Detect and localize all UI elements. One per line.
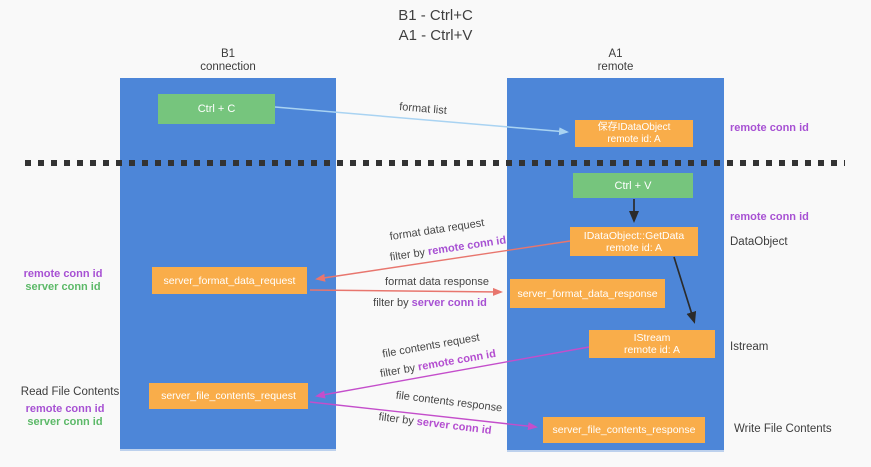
title-line-2: A1 - Ctrl+V [398,27,473,44]
node-ctrl-c-label: Ctrl + C [197,103,236,115]
annotation-server-conn-id-left-1: server conn id [25,281,101,293]
node-idataobject-getdata: IDataObject::GetData remote id: A [570,227,698,256]
node-save-idataobject-line1: 保存IDataObject [597,121,671,133]
annotation-read-file-contents: Read File Contents [20,386,120,398]
node-istream: IStream remote id: A [589,330,715,358]
node-server-file-contents-response: server_file_contents_response [543,417,705,443]
title-line-1: B1 - Ctrl+C [398,7,473,24]
filter-server-conn-id: server conn id [411,297,487,309]
lane-b1-name: B1 [220,48,236,60]
node-server-file-contents-response-label: server_file_contents_response [552,424,696,436]
node-ctrl-c: Ctrl + C [158,94,275,124]
annotation-remote-conn-id-left-2: remote conn id [25,403,105,415]
node-save-idataobject-line2: remote id: A [607,133,661,145]
node-server-file-contents-request-label: server_file_contents_request [161,390,296,402]
node-server-format-data-response-label: server_format_data_response [517,287,658,300]
label-filter-server-2: filter by server conn id [378,411,492,437]
label-file-contents-response: file contents response [395,389,503,415]
filter-server-conn-id: server conn id [416,415,493,437]
annotation-server-conn-id-left-2: server conn id [27,416,103,428]
node-server-format-data-response: server_format_data_response [510,279,665,308]
diagram-title: B1 - Ctrl+C A1 - Ctrl+V [0,6,871,46]
annotation-dataobject: DataObject [730,236,788,248]
lane-header-b1: B1 connection [120,48,336,74]
node-server-file-contents-request: server_file_contents_request [149,383,308,409]
annotation-remote-conn-id-left-1: remote conn id [23,268,103,280]
node-istream-line1: IStream [633,332,671,344]
annotation-write-file-contents: Write File Contents [734,423,832,435]
machine-boundary-dashed-line [25,160,845,166]
lane-a1-name: A1 [608,48,623,60]
format-data-response-arrow [309,287,503,296]
filter-remote-conn-id: remote conn id [427,234,507,258]
node-getdata-line1: IDataObject::GetData [583,229,685,242]
annotation-remote-conn-id-mid-right: remote conn id [730,211,809,223]
lane-b1-subtitle: connection [200,61,256,73]
lane-header-a1: A1 remote [507,48,724,74]
node-getdata-line2: remote id: A [605,241,663,254]
node-istream-line2: remote id: A [623,344,681,356]
annotation-istream: Istream [730,341,769,353]
filter-by-text: filter by [377,411,418,428]
lane-a1-subtitle: remote [597,61,634,73]
node-ctrl-v-label: Ctrl + V [614,179,652,192]
node-server-format-data-request: server_format_data_request [152,267,307,294]
filter-by-text: filter by [373,297,412,309]
filter-by-text: filter by [389,246,429,264]
annotation-remote-conn-id-top-right: remote conn id [730,122,809,134]
label-filter-server-1: filter by server conn id [373,297,487,309]
filter-by-text: filter by [379,361,420,381]
node-ctrl-v: Ctrl + V [573,173,693,198]
node-server-format-data-request-label: server_format_data_request [163,274,296,287]
node-save-idataobject: 保存IDataObject remote id: A [575,120,693,147]
label-format-data-response: format data response [385,276,489,288]
label-format-list: format list [398,101,448,117]
